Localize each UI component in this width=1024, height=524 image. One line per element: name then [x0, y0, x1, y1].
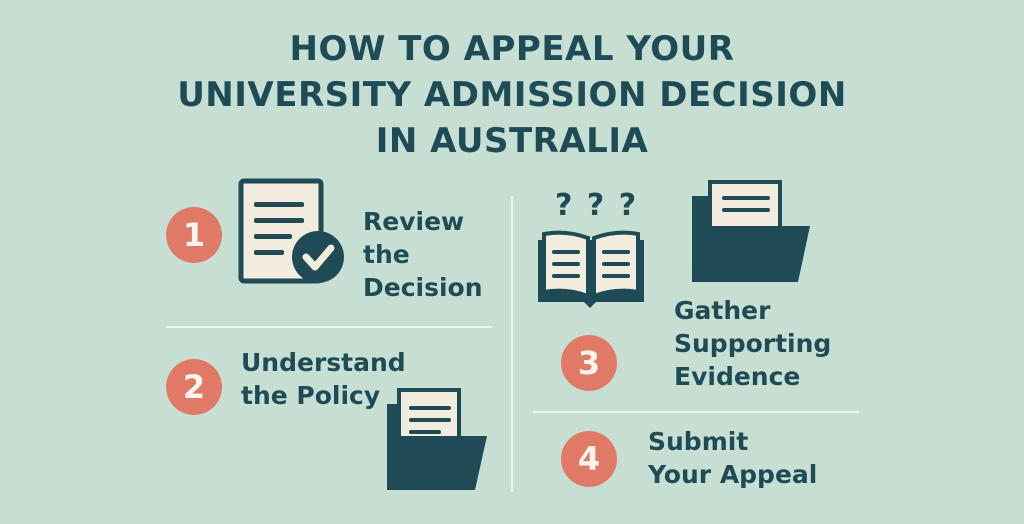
divider-center — [511, 196, 513, 492]
step-1-label: Review the Decision — [363, 207, 483, 302]
folder-icon — [387, 388, 487, 490]
document-check-icon — [238, 178, 344, 284]
title-line-1: HOW TO APPEAL YOUR — [289, 29, 735, 69]
divider-right — [533, 411, 859, 413]
open-book-icon — [538, 230, 644, 308]
step-4-label: Submit Your Appeal — [648, 427, 818, 489]
title-line-3: IN AUSTRALIA — [375, 121, 649, 161]
folder-icon — [692, 180, 810, 282]
question-marks: ? ? ? — [555, 188, 639, 223]
step-2-badge: 2 — [166, 359, 222, 415]
step-1-badge: 1 — [166, 207, 222, 263]
step-3-label: Gather Supporting Evidence — [674, 296, 832, 391]
page-title: HOW TO APPEAL YOUR UNIVERSITY ADMISSION … — [0, 26, 1024, 164]
step-3-badge: 3 — [561, 335, 617, 391]
title-line-2: UNIVERSITY ADMISSION DECISION — [177, 75, 847, 115]
step-4-badge: 4 — [561, 431, 617, 487]
divider-left — [166, 326, 492, 328]
step-2-label: Understand the Policy — [241, 348, 406, 410]
